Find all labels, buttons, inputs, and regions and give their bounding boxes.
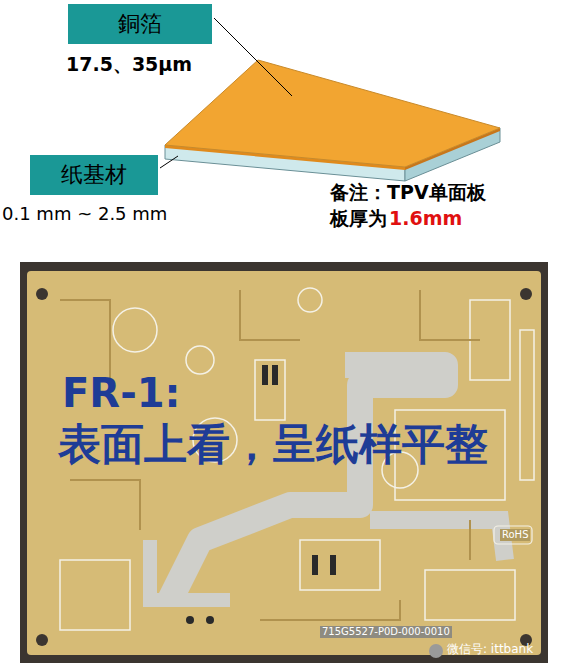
pcb-photo: [20, 262, 548, 663]
overlay-text: 表面上看，呈纸样平整: [58, 420, 488, 469]
silkscreen-text: 715G5527-P0D-000-0010: [320, 626, 452, 638]
label-box: 纸基材: [30, 155, 158, 195]
box-label: 銅箔: [118, 9, 162, 39]
dimension: 17.5、35μm: [66, 54, 192, 76]
dimension: 0.1 mm ~ 2.5 mm: [2, 204, 167, 225]
silkscreen-text: RoHS: [500, 529, 530, 541]
overlay-title: FR-1:: [62, 370, 181, 416]
note: 板厚为: [330, 208, 387, 230]
leader-line: [160, 156, 178, 168]
note-value: 1.6mm: [389, 208, 462, 230]
watermark: 微信号: ittbank: [447, 643, 533, 657]
note: 备注：TPV单面板: [330, 182, 486, 204]
leader-line: [214, 18, 292, 96]
label-box: 銅箔: [68, 4, 212, 44]
box-label: 纸基材: [61, 160, 127, 190]
laminate-board: [165, 60, 500, 181]
